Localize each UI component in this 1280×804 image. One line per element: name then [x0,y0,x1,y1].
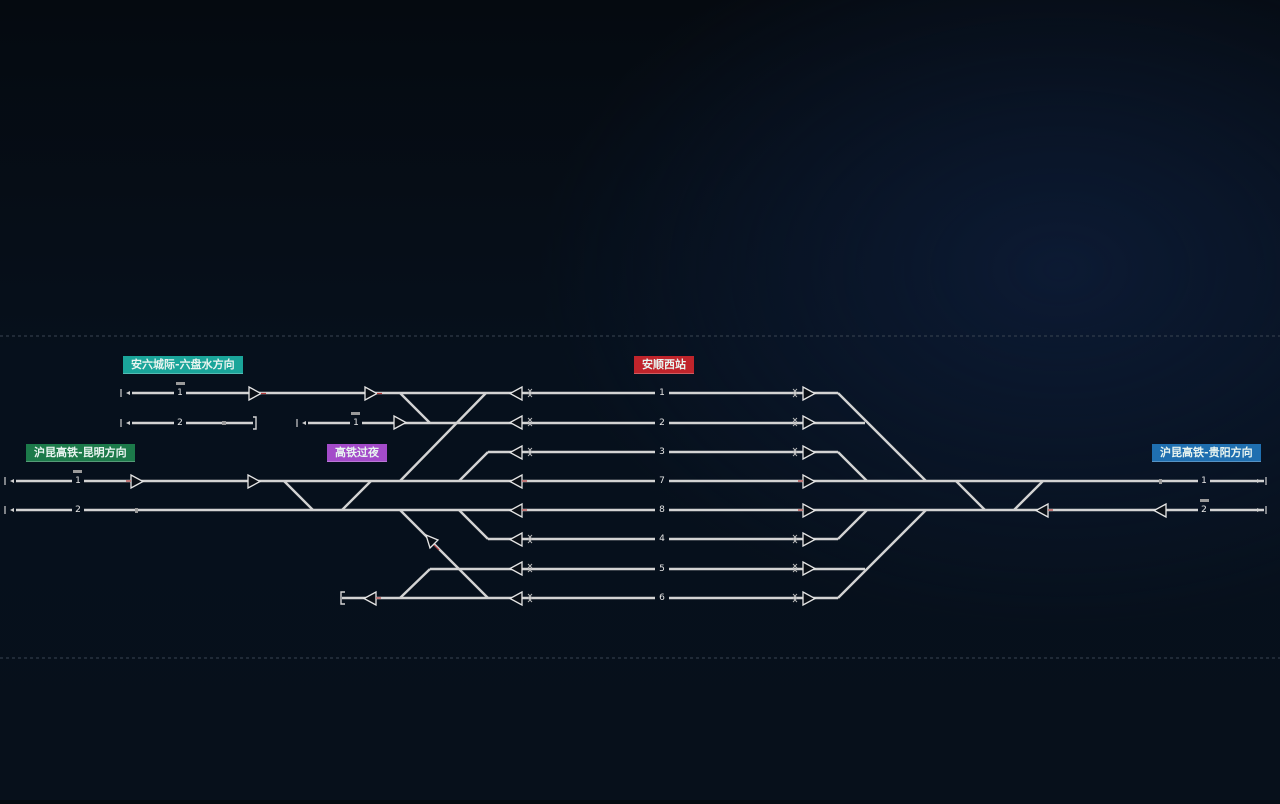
signal-icon[interactable] [362,590,381,607]
signal-icon[interactable] [424,533,440,551]
overnight-siding-number: 1 [353,418,359,428]
kunming-direction-label: 沪昆高铁-昆明方向 [26,444,135,462]
station-name-label: 安顺西站 [634,356,694,374]
signal-icon[interactable] [802,444,817,461]
signal-icon[interactable] [798,502,817,519]
signal-icon[interactable] [508,531,523,548]
overnight-area-label: 高铁过夜 [327,444,387,462]
track-lines [16,391,1264,600]
signal-icon[interactable] [798,473,817,490]
signal-icon[interactable] [508,385,523,402]
signal-icon[interactable] [126,473,145,490]
guiyang-line-2-number: 2 [1201,505,1207,515]
guiyang-direction-label: 沪昆高铁-贵阳方向 [1152,444,1261,462]
signal-icon[interactable] [508,560,523,577]
signal-icon[interactable] [802,560,817,577]
signal-icon[interactable] [802,531,817,548]
station-track-numbers: 1 2 3 7 8 4 5 6 [659,388,665,603]
signal-icon[interactable] [508,444,523,461]
guiyang-line-1-number: 1 [1201,476,1207,486]
signal-icon[interactable] [247,473,262,490]
anliu-direction-label: 安六城际-六盘水方向 [123,356,243,374]
shunt-markers [527,388,798,603]
signal-icon[interactable] [1034,502,1053,519]
signal-icon[interactable] [248,385,266,402]
kunming-line-2-number: 2 [75,505,81,515]
track-number-label: 3 [659,447,665,457]
track-number-label: 1 [659,388,665,398]
track-number-label: 7 [659,476,665,486]
signal-icon[interactable] [364,385,382,402]
signal-icon[interactable] [802,414,817,431]
track-number-label: 8 [659,505,665,515]
signal-icon[interactable] [508,473,527,490]
signal-icon[interactable] [802,590,817,607]
track-number-label: 5 [659,564,665,574]
anliu-line-1-number: 1 [177,388,183,398]
signal-icon[interactable] [508,590,523,607]
signal-icon[interactable] [508,414,523,431]
anliu-line-2-number: 2 [177,418,183,428]
signal-icon[interactable] [1152,502,1167,519]
signals[interactable] [126,385,1167,607]
kunming-line-1-number: 1 [75,476,81,486]
signal-icon[interactable] [802,385,817,402]
track-number-label: 2 [659,418,665,428]
line-numbers: 1 2 1 1 2 1 2 [75,388,1207,515]
signal-icon[interactable] [393,414,408,431]
buffer-stops [4,382,1267,605]
signal-icon[interactable] [508,502,527,519]
track-number-label: 6 [659,593,665,603]
track-number-label: 4 [659,534,665,544]
